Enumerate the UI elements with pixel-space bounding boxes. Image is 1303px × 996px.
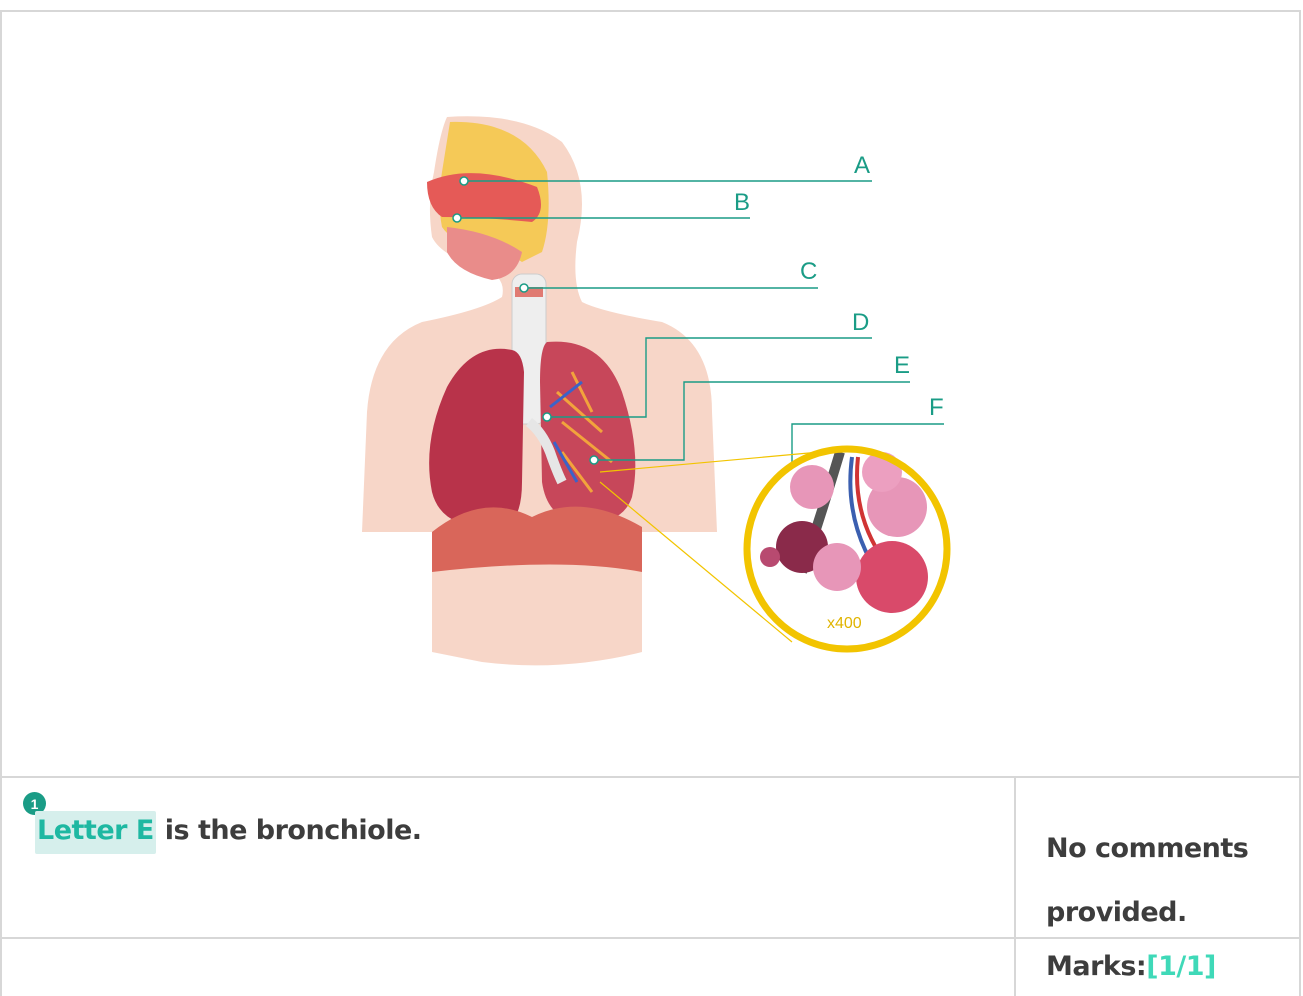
student-answer: Letter E is the bronchiole. — [35, 815, 422, 846]
label-b: B — [734, 189, 750, 216]
diagram-labels: A B C D E F — [734, 152, 944, 421]
answer-highlight[interactable]: Letter E — [35, 811, 156, 854]
respiratory-diagram: A B C D E F x400 — [2, 12, 1299, 776]
marks-score: [1/1] — [1146, 951, 1216, 982]
comment-line-1: No comments — [1046, 817, 1286, 881]
body-silhouette — [362, 116, 717, 665]
label-d: D — [852, 309, 869, 336]
column-divider — [1014, 776, 1016, 996]
answer-rest: is the bronchiole. — [156, 815, 422, 846]
alveoli-zoom: x400 — [747, 449, 947, 649]
marks-label: Marks: — [1046, 951, 1146, 982]
label-e: E — [894, 352, 910, 379]
label-f: F — [929, 394, 944, 421]
comment-line-2: provided. — [1046, 881, 1286, 945]
marks-display: Marks:[1/1] — [1046, 951, 1216, 982]
label-c: C — [800, 258, 817, 285]
teacher-comment: No comments provided. — [1046, 817, 1286, 945]
magnification-label: x400 — [827, 615, 862, 632]
label-a: A — [854, 152, 870, 179]
